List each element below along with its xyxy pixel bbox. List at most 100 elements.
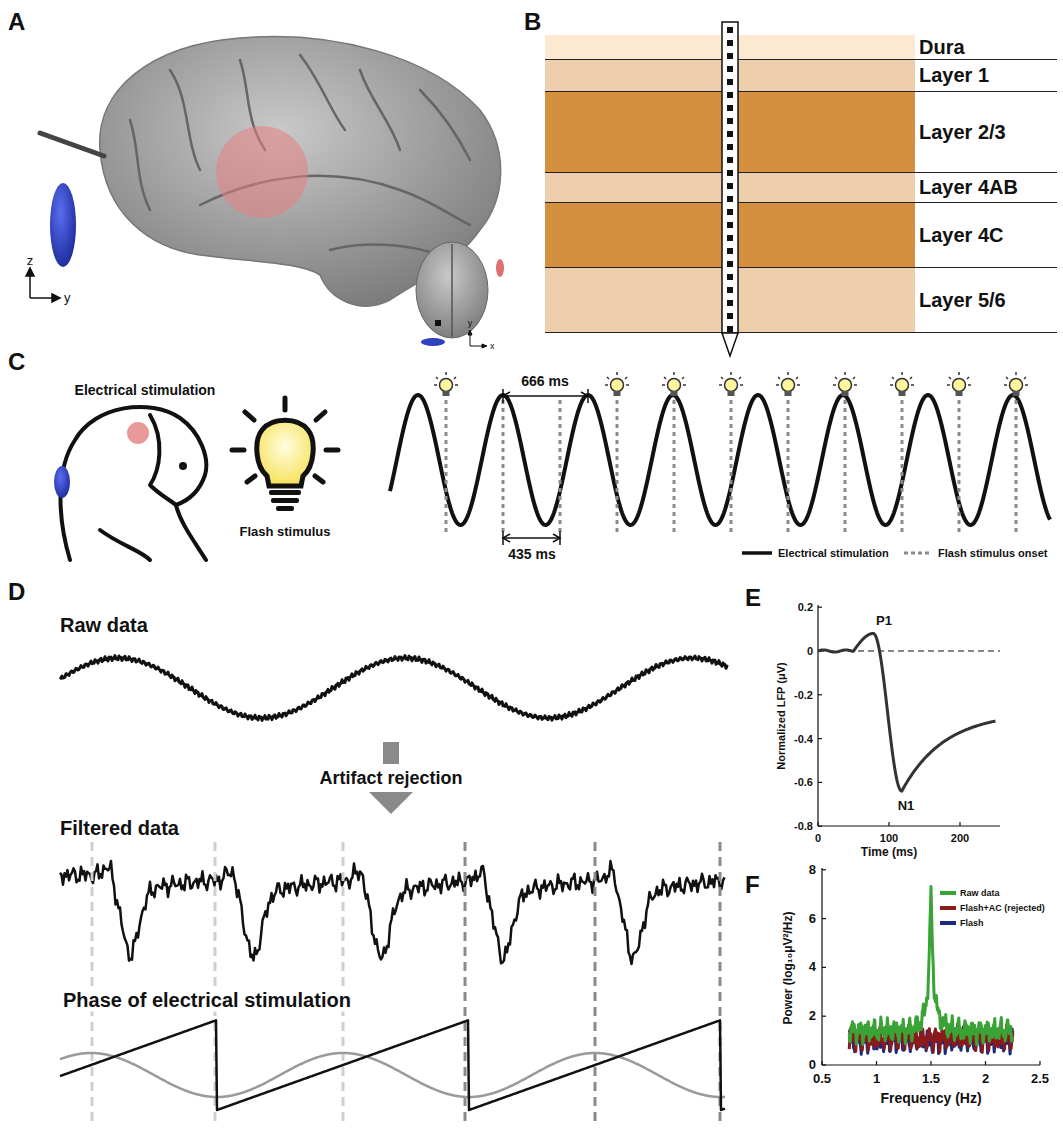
electrode-contact bbox=[727, 27, 733, 33]
drawing-part bbox=[728, 391, 735, 396]
drawing-part bbox=[468, 330, 472, 335]
drawing-part bbox=[1006, 377, 1008, 379]
trace-title: Phase of electrical stimulation bbox=[60, 989, 354, 1012]
drawing-part bbox=[822, 967, 826, 968]
drawing-part bbox=[835, 377, 837, 379]
drawing-part bbox=[947, 384, 950, 386]
drawing-part bbox=[26, 268, 34, 276]
drawing-part bbox=[822, 869, 826, 870]
drawing-part bbox=[683, 384, 686, 386]
interval-label: 666 ms bbox=[521, 373, 568, 389]
drawing-part bbox=[232, 448, 244, 453]
legend-text: Raw data bbox=[960, 888, 1000, 898]
tick-label: 0 bbox=[807, 645, 813, 658]
legend-swatch bbox=[940, 891, 956, 895]
tick-label: 1 bbox=[873, 1072, 880, 1087]
tick-label: 8 bbox=[809, 862, 816, 877]
drawing-part bbox=[778, 377, 780, 379]
drawing-part bbox=[170, 70, 200, 170]
drawing-part bbox=[673, 372, 675, 375]
drawing-part bbox=[1039, 1061, 1040, 1065]
drawing-part bbox=[910, 377, 912, 379]
drawing-part bbox=[1025, 384, 1028, 386]
axes bbox=[818, 605, 1000, 826]
drawing-part bbox=[833, 384, 836, 386]
legend-swatch bbox=[940, 906, 956, 910]
drawing-part bbox=[607, 377, 609, 379]
drawing-part bbox=[553, 534, 560, 542]
axis-letter: y bbox=[468, 318, 473, 328]
bulb-icon bbox=[434, 372, 458, 396]
legend-text: Electrical stimulation bbox=[778, 547, 889, 560]
drawing-part bbox=[581, 392, 588, 400]
drawing-part bbox=[30, 297, 54, 299]
drawing-part bbox=[614, 391, 621, 396]
flash-onset-line bbox=[342, 842, 345, 1126]
stimulation-marker bbox=[496, 259, 504, 277]
drawing-part bbox=[276, 506, 294, 511]
tick-label: 0.5 bbox=[813, 1072, 831, 1087]
bulb-icon bbox=[890, 372, 914, 396]
drawing-part bbox=[822, 1016, 826, 1017]
drawing-part bbox=[839, 379, 852, 392]
drawing-part bbox=[682, 377, 684, 379]
tick-label: -0.6 bbox=[794, 776, 813, 789]
bulb-icon bbox=[605, 372, 629, 396]
drawing-part bbox=[956, 391, 963, 396]
monkey-outline bbox=[60, 407, 206, 560]
drawing-part bbox=[896, 379, 909, 392]
flash-onset-line bbox=[1015, 400, 1018, 532]
brain-top-view bbox=[416, 242, 488, 338]
drawing-part bbox=[1010, 379, 1023, 392]
axis-title: Power (log₁₀μV²/Hz) bbox=[782, 911, 796, 1024]
layer-label: Layer 2/3 bbox=[919, 121, 1006, 144]
flash-onset-line bbox=[502, 400, 505, 532]
drawing-part bbox=[930, 1061, 931, 1065]
drawing-part bbox=[616, 372, 618, 375]
drawing-part bbox=[383, 742, 399, 764]
drawing-part bbox=[818, 825, 1000, 826]
tick-label: 100 bbox=[880, 832, 898, 845]
panel-letter: E bbox=[745, 584, 761, 612]
drawing-part bbox=[817, 822, 818, 826]
drawing-part bbox=[662, 384, 665, 386]
drawing-part bbox=[436, 377, 438, 379]
flash-onset-line bbox=[730, 400, 733, 532]
panel-letter: A bbox=[8, 8, 25, 36]
drawing-part bbox=[503, 395, 588, 397]
peak-label: P1 bbox=[876, 614, 892, 629]
panel-letter: D bbox=[8, 578, 25, 606]
panel-letter: B bbox=[524, 8, 541, 36]
bulb-icon bbox=[776, 372, 800, 396]
drawing-part bbox=[52, 294, 60, 302]
drawing-part bbox=[360, 70, 400, 150]
plots bbox=[60, 372, 1050, 1126]
axis-letter: x bbox=[490, 341, 495, 351]
drawing-part bbox=[300, 55, 345, 130]
drawing-part bbox=[818, 782, 822, 783]
drawing-part bbox=[443, 391, 450, 396]
drawing-part bbox=[892, 377, 894, 379]
drawing-part bbox=[739, 377, 741, 379]
flash-onset-line bbox=[673, 400, 676, 532]
trace-title: Filtered data bbox=[60, 817, 179, 840]
drawing-part bbox=[257, 420, 313, 486]
layer-band: Layer 1 bbox=[545, 60, 1057, 92]
drawing-part bbox=[776, 384, 779, 386]
tick-label: 2 bbox=[809, 1009, 816, 1024]
drawing-part bbox=[625, 377, 627, 379]
layer-label: Layer 4C bbox=[919, 224, 1004, 247]
layer-band: Layer 2/3 bbox=[545, 92, 1057, 173]
stimulation-wave bbox=[60, 1053, 725, 1097]
interval-label: 435 ms bbox=[508, 546, 555, 562]
tick-label: -0.4 bbox=[794, 732, 813, 745]
drawing-part bbox=[787, 372, 789, 375]
drawing-part bbox=[330, 245, 440, 255]
drawing-part bbox=[818, 607, 822, 608]
drawing-part bbox=[876, 1061, 877, 1065]
flash-onset-line bbox=[445, 400, 448, 532]
recording-site bbox=[435, 320, 441, 326]
drawing-part bbox=[888, 822, 889, 826]
drawing-part bbox=[326, 448, 338, 453]
tick-label: 1.5 bbox=[922, 1072, 940, 1087]
